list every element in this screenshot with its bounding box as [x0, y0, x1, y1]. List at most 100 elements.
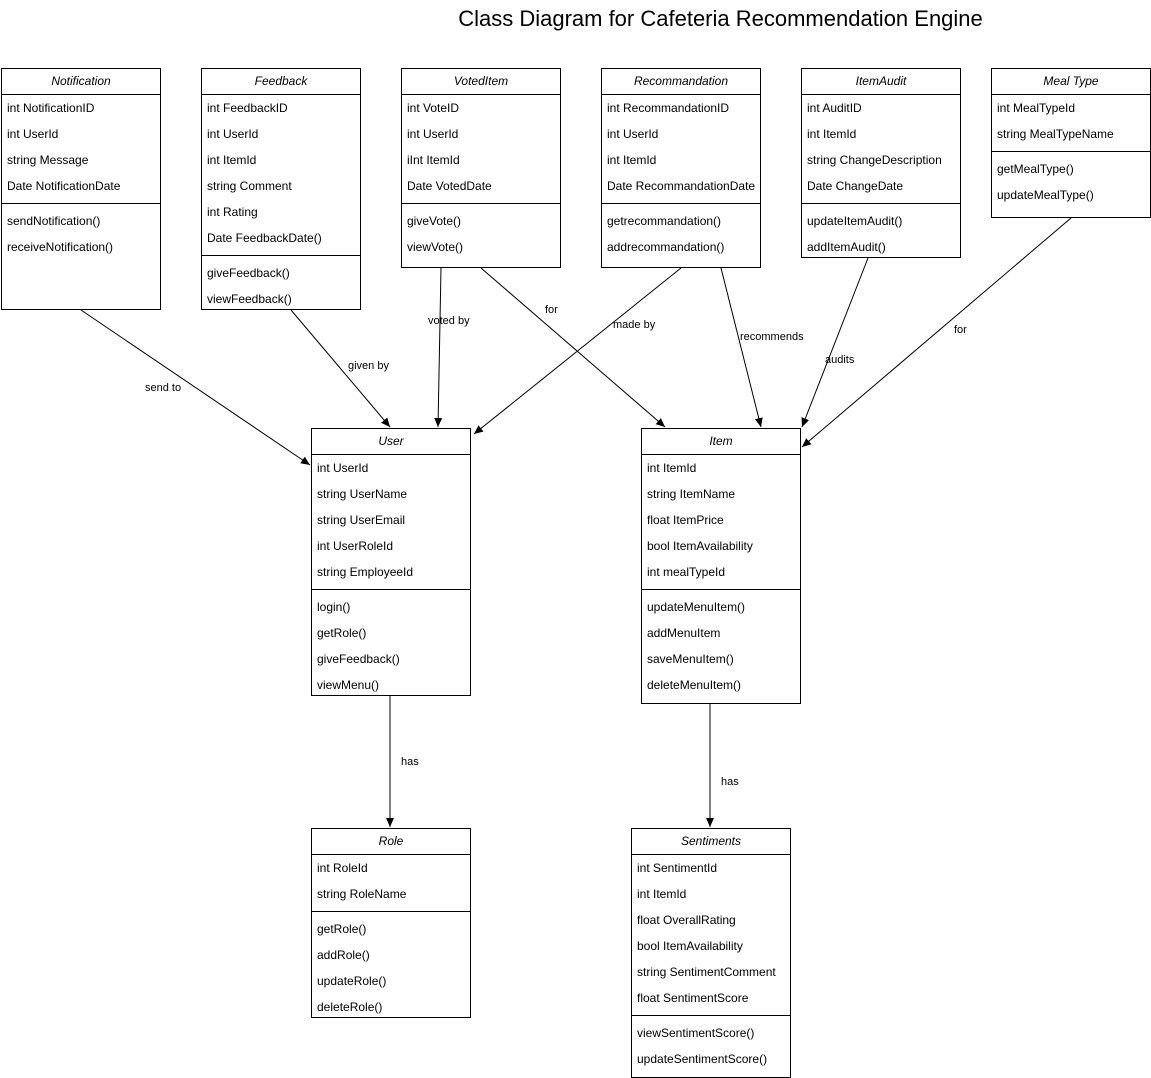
- attribute: int AuditID: [807, 101, 862, 115]
- method: deleteRole(): [317, 1000, 383, 1014]
- diagram-title: Class Diagram for Cafeteria Recommendati…: [458, 6, 983, 31]
- attribute: float SentimentScore: [637, 991, 749, 1005]
- methods-section: sendNotification() receiveNotification(): [2, 204, 160, 260]
- method: giveFeedback(): [207, 266, 290, 280]
- class-name: Role: [312, 829, 470, 855]
- relation-label-recommandation-item: recommends: [740, 331, 804, 343]
- attributes-section: int RecommandationID int UserId int ItemId…: [602, 95, 760, 204]
- method: updateSentimentScore(): [637, 1052, 768, 1066]
- attribute: string Comment: [207, 179, 292, 193]
- attribute: bool ItemAvailability: [647, 539, 753, 553]
- attribute: string Message: [7, 153, 89, 167]
- class-mealtype: Meal Type int MealTypeId string MealTypeNa…: [991, 68, 1151, 218]
- method: updateItemAudit(): [807, 214, 903, 228]
- methods-section: giveFeedback() viewFeedback(): [202, 256, 360, 312]
- attribute: int UserId: [207, 127, 259, 141]
- attributes-section: int ItemId string ItemName float ItemPrice…: [642, 455, 800, 590]
- method: addRole(): [317, 948, 370, 962]
- method: viewFeedback(): [207, 292, 292, 306]
- class-name: Sentiments: [632, 829, 790, 855]
- attribute: int ItemId: [607, 153, 657, 167]
- attributes-section: int FeedbackID int UserId int ItemId string…: [202, 95, 360, 256]
- relation-label-recommandation-user: made by: [613, 319, 656, 331]
- relation-label-feedback-user: given by: [348, 360, 389, 372]
- method: sendNotification(): [7, 214, 101, 228]
- attribute: int RecommandationID: [607, 101, 730, 115]
- attribute: string EmployeeId: [317, 565, 414, 579]
- method: deleteMenuItem(): [647, 678, 742, 692]
- attribute: float OverallRating: [637, 913, 736, 927]
- attribute: int FeedbackID: [207, 101, 288, 115]
- attribute: string SentimentComment: [637, 965, 776, 979]
- method: receiveNotification(): [7, 240, 114, 254]
- methods-section: viewSentimentScore() updateSentimentScore…: [632, 1016, 790, 1072]
- method: addItemAudit(): [807, 240, 886, 254]
- method: viewVote(): [407, 240, 464, 254]
- attribute: int mealTypeId: [647, 565, 726, 579]
- attribute: string UserName: [317, 487, 408, 501]
- relation-label-voteditem-user: voted by: [428, 315, 470, 327]
- attribute: Date FeedbackDate(): [207, 231, 322, 245]
- relation-arrow-itemaudit-item: [801, 257, 869, 428]
- class-name: User: [312, 429, 470, 455]
- relation-arrow-recommandation-user: [473, 267, 682, 435]
- attribute: int ItemId: [207, 153, 257, 167]
- relation-arrow-feedback-user: [290, 309, 391, 428]
- attribute: int UserRoleId: [317, 539, 394, 553]
- method: getRole(): [317, 626, 367, 640]
- attribute: string RoleName: [317, 887, 407, 901]
- method: updateMealType(): [997, 188, 1094, 202]
- attribute: string ChangeDescription: [807, 153, 942, 167]
- method: viewSentimentScore(): [637, 1026, 755, 1040]
- methods-section: updateItemAudit() addItemAudit(): [802, 204, 960, 260]
- attributes-section: int RoleId string RoleName: [312, 855, 470, 912]
- attribute: string MealTypeName: [997, 127, 1114, 141]
- class-name: Feedback: [202, 69, 360, 95]
- class-feedback: Feedback int FeedbackID int UserId int Item…: [201, 68, 361, 310]
- class-role: Role int RoleId string RoleName getRole() ad…: [311, 828, 471, 1018]
- attribute: Date RecommandationDate: [607, 179, 756, 193]
- attribute: string UserEmail: [317, 513, 406, 527]
- relation-arrow-notification-user: [80, 309, 311, 466]
- attribute: int SentimentId: [637, 861, 718, 875]
- attributes-section: int MealTypeId string MealTypeName: [992, 95, 1150, 152]
- relation-label-item-sentiments: has: [721, 776, 739, 788]
- attribute: Date VotedDate: [407, 179, 492, 193]
- method: addMenuItem: [647, 626, 721, 640]
- attribute: int ItemId: [647, 461, 697, 475]
- class-name: VotedItem: [402, 69, 560, 95]
- relation-label-voteditem-item: for: [545, 304, 558, 316]
- attribute: Date ChangeDate: [807, 179, 904, 193]
- method: getMealType(): [997, 162, 1074, 176]
- attribute: int UserId: [407, 127, 459, 141]
- attribute: float ItemPrice: [647, 513, 724, 527]
- attribute: int MealTypeId: [997, 101, 1076, 115]
- attribute: int RoleId: [317, 861, 368, 875]
- methods-section: getRole()addRole()updateRole()deleteRole…: [312, 912, 470, 1020]
- method: giveVote(): [407, 214, 462, 228]
- class-name: Meal Type: [992, 69, 1150, 95]
- relation-label-notification-user: send to: [145, 382, 182, 394]
- method: getrecommandation(): [607, 214, 722, 228]
- attribute: string ItemName: [647, 487, 736, 501]
- method: getRole(): [317, 922, 367, 936]
- relation-arrow-voteditem-item: [480, 267, 666, 428]
- relation-label-mealtype-item: for: [954, 324, 967, 336]
- attribute: bool ItemAvailability: [637, 939, 743, 953]
- methods-section: getMealType() updateMealType(): [992, 152, 1150, 208]
- attribute: int VoteID: [407, 101, 460, 115]
- attribute: iInt ItemId: [407, 153, 460, 167]
- attribute: int UserId: [607, 127, 659, 141]
